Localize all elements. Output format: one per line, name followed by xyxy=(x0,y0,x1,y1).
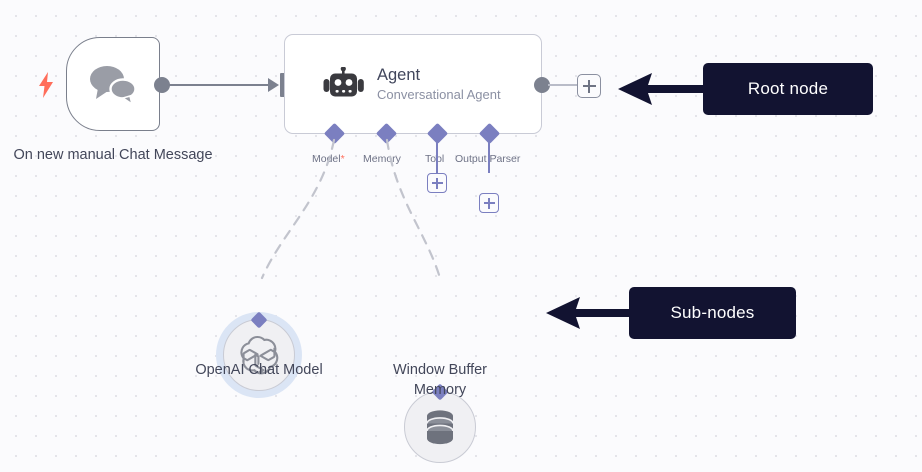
connection-arrowhead-icon xyxy=(268,77,280,93)
agent-port-label-output-parser: Output Parser xyxy=(455,153,521,165)
sub-nodes-callout: Sub-nodes xyxy=(629,287,796,339)
root-node-callout-arrow-icon xyxy=(618,72,718,106)
robot-icon xyxy=(323,67,365,105)
agent-port-stub-output-parser xyxy=(488,133,490,173)
connection-agent-to-memory xyxy=(385,138,442,280)
agent-node-title: Agent xyxy=(377,66,421,84)
connection-agent-to-openai xyxy=(260,138,336,280)
node-label-trigger: On new manual Chat Message xyxy=(13,147,213,163)
node-openai-chat-model[interactable] xyxy=(223,311,295,391)
required-marker-icon: * xyxy=(340,153,345,165)
root-node-callout: Root node xyxy=(703,63,873,115)
add-node-button[interactable] xyxy=(577,74,601,98)
agent-port-label-tool: Tool xyxy=(425,153,445,165)
agent-output-stub xyxy=(548,84,578,86)
node-agent[interactable]: Agent Conversational Agent xyxy=(284,34,542,134)
sub-nodes-callout-arrow-icon xyxy=(546,296,646,330)
add-output-parser-button[interactable] xyxy=(479,193,499,213)
trigger-output-port[interactable] xyxy=(154,77,170,93)
sub-nodes-callout-text: Sub-nodes xyxy=(670,303,755,322)
agent-node-subtitle: Conversational Agent xyxy=(377,87,501,102)
chat-bubbles-icon xyxy=(86,63,140,105)
node-window-buffer-memory[interactable] xyxy=(404,383,476,463)
lightning-bolt-icon xyxy=(38,72,54,98)
connection-trigger-to-agent[interactable] xyxy=(168,84,272,86)
port-label-text-model: Model xyxy=(312,153,341,165)
agent-port-label-model: Model* xyxy=(312,153,345,165)
database-icon xyxy=(423,409,457,445)
agent-port-stub-tool xyxy=(436,133,438,173)
node-label-window-buffer-memory: Window Buffer Memory xyxy=(392,362,488,398)
agent-output-port[interactable] xyxy=(534,77,550,93)
add-tool-button[interactable] xyxy=(427,173,447,193)
openai-logo-icon xyxy=(239,335,279,375)
node-label-openai-chat-model: OpenAI Chat Model xyxy=(195,362,323,378)
root-node-callout-text: Root node xyxy=(747,79,829,98)
